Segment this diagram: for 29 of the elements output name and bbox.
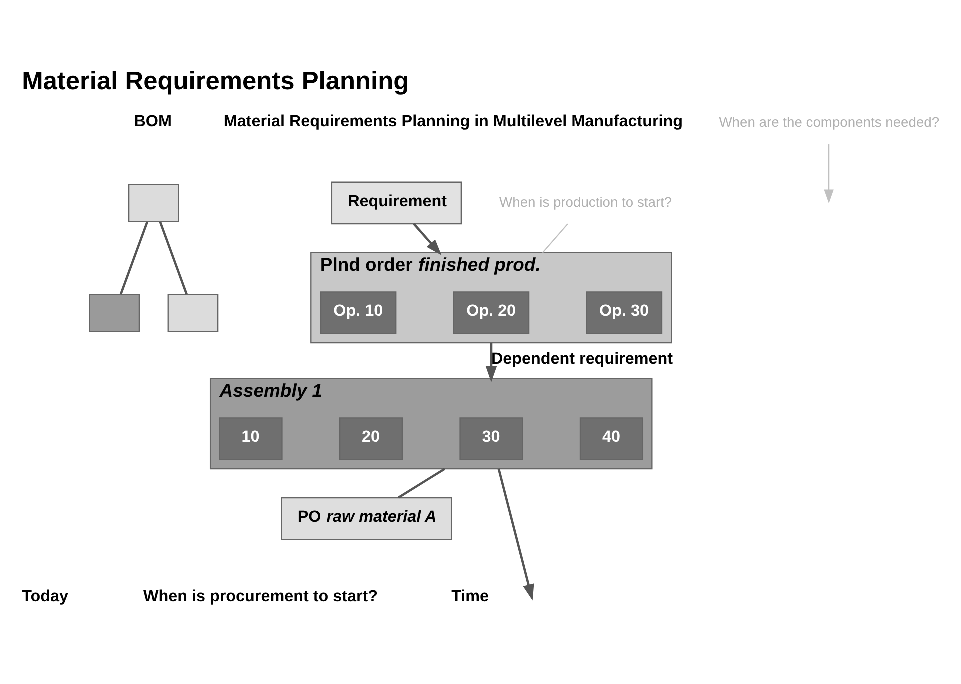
node-box [168, 293, 219, 332]
node-box: Requirement [331, 181, 462, 224]
label: Material Requirements Planning in Multilevel Manufacturing [224, 112, 684, 130]
arrow [498, 468, 534, 600]
arrow [413, 222, 442, 256]
arrow [824, 144, 834, 204]
label: Time [452, 587, 490, 606]
arrow [486, 342, 498, 382]
label: BOM [134, 112, 172, 130]
node-text: When is production to start? [500, 193, 672, 210]
node-box: 20 [339, 417, 404, 460]
node-box: PO raw material A [281, 496, 452, 540]
node-box: Op. 20 [453, 291, 530, 334]
label: Today [22, 587, 69, 606]
node-box: 10 [219, 417, 283, 460]
diagram-title: Material Requirements Planning [22, 66, 410, 95]
node-text: When are the components needed? [719, 114, 940, 130]
connector [159, 221, 188, 294]
node-box: 30 [460, 417, 524, 460]
node-box: Op. 10 [320, 291, 397, 334]
edge-label: Dependent requirement [491, 350, 673, 368]
node-box: 40 [580, 417, 644, 460]
label: When is procurement to start? [144, 587, 378, 606]
node-box [89, 293, 140, 332]
node-box [128, 184, 180, 222]
node-box: Op. 30 [586, 291, 663, 334]
connector [542, 223, 568, 253]
connector [120, 221, 149, 294]
connector [398, 468, 446, 498]
